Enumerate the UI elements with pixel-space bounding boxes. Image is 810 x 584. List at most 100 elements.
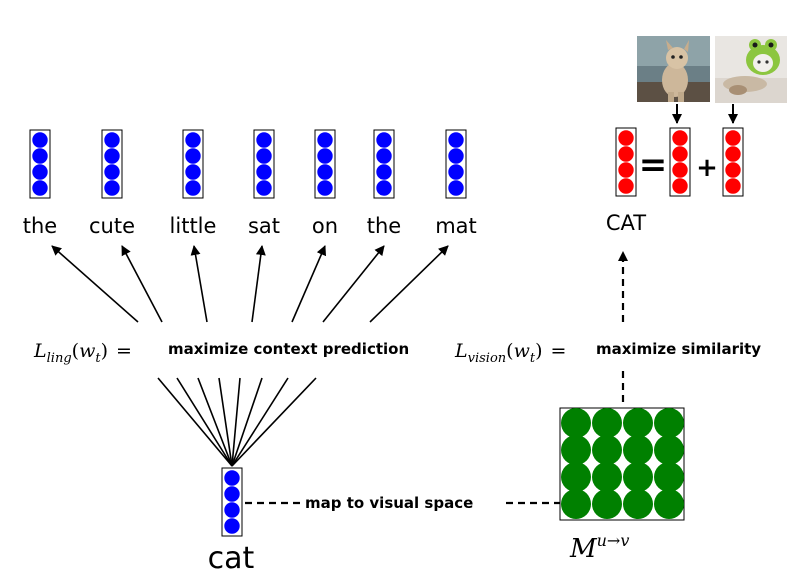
context-vector-2 <box>101 129 123 199</box>
matrix-cell <box>561 462 591 492</box>
ling-loss-description: maximize context prediction <box>168 340 409 358</box>
image1-visual-vector-unit <box>672 178 688 194</box>
image1-visual-vector-unit <box>672 146 688 162</box>
image1-visual-vector-unit <box>672 130 688 146</box>
context-vector-1-unit <box>32 132 48 148</box>
cat-vector-unit <box>224 470 240 486</box>
cat-vector-unit <box>224 518 240 534</box>
concept-visual-vector-unit <box>618 130 634 146</box>
cat-vector-unit <box>224 486 240 502</box>
image1-visual-vector <box>669 127 691 197</box>
context-vector-2-unit <box>104 148 120 164</box>
context-vector-3 <box>182 129 204 199</box>
context-word-vectors <box>29 129 467 199</box>
fan-line-8 <box>231 377 317 467</box>
matrix-cell <box>592 462 622 492</box>
context-vector-2-unit <box>104 132 120 148</box>
context-vector-6-unit <box>376 180 392 196</box>
context-word-1: the <box>23 214 57 238</box>
cat-vector <box>221 467 243 537</box>
vision-loss-argument-subscript: t <box>530 351 536 366</box>
context-vector-5 <box>314 129 336 199</box>
context-vector-6 <box>373 129 395 199</box>
context-vector-4-unit <box>256 148 272 164</box>
context-arrow-5 <box>291 245 327 323</box>
ling-loss-symbol: L <box>33 340 47 362</box>
context-vector-3-unit <box>185 164 201 180</box>
context-vector-6-unit <box>376 148 392 164</box>
context-vector-5-unit <box>317 148 333 164</box>
vision-loss-subscript: vision <box>468 351 507 366</box>
context-vector-1-unit <box>32 180 48 196</box>
context-vector-4-frame <box>253 129 275 199</box>
context-vector-3-unit <box>185 148 201 164</box>
ling-loss-argument-subscript: t <box>95 351 101 366</box>
target-word-label: cat <box>208 541 255 576</box>
matrix-cell <box>592 435 622 465</box>
context-vector-7-unit <box>448 148 464 164</box>
fan-line-2 <box>176 377 233 467</box>
target-word-vector <box>221 467 243 537</box>
context-vector-2-frame <box>101 129 123 199</box>
context-vector-2-unit <box>104 164 120 180</box>
context-vector-6-unit <box>376 164 392 180</box>
cat-vector-unit <box>224 502 240 518</box>
context-word-2: cute <box>89 214 135 238</box>
matrix-cell <box>623 408 653 438</box>
image2-visual-vector-unit <box>725 130 741 146</box>
image2-visual-vector <box>722 127 744 197</box>
context-arrow-3 <box>190 245 208 323</box>
context-word-6: the <box>367 214 401 238</box>
context-vector-2-unit <box>104 180 120 196</box>
concept-visual-vector-unit <box>618 162 634 178</box>
image2-visual-vector-unit <box>725 178 741 194</box>
visual-vectors <box>615 127 744 197</box>
context-vector-6-frame <box>373 129 395 199</box>
context-vector-4-unit <box>256 164 272 180</box>
context-vector-5-frame <box>314 129 336 199</box>
context-vector-4-unit <box>256 132 272 148</box>
ling-loss-equals: = <box>116 340 132 362</box>
image1-visual-vector-unit <box>672 162 688 178</box>
context-vector-1-unit <box>32 148 48 164</box>
concept-visual-vector-frame <box>615 127 637 197</box>
context-vector-7 <box>445 129 467 199</box>
matrix-cell <box>561 435 591 465</box>
concept-visual-vector-unit <box>618 146 634 162</box>
context-vector-1-unit <box>32 164 48 180</box>
equals-operator: = <box>639 145 668 185</box>
context-vector-1-frame <box>29 129 51 199</box>
context-vector-5-unit <box>317 180 333 196</box>
context-word-4: sat <box>248 214 280 238</box>
ling-loss-subscript: ling <box>47 351 72 366</box>
context-vector-4 <box>253 129 275 199</box>
context-arrow-4 <box>251 245 266 323</box>
context-arrow-7 <box>369 245 449 323</box>
matrix-cell <box>654 435 684 465</box>
image2-visual-vector-unit <box>725 162 741 178</box>
context-vector-1 <box>29 129 51 199</box>
context-vector-7-frame <box>445 129 467 199</box>
mapping-matrix <box>561 408 684 519</box>
fan-line-7 <box>231 377 289 467</box>
fan-line-5 <box>231 377 241 467</box>
fan-line-4 <box>218 377 233 467</box>
matrix-cell <box>592 489 622 519</box>
context-vector-6-unit <box>376 132 392 148</box>
vision-loss-equals: = <box>551 340 567 362</box>
fan-line-1 <box>157 377 233 467</box>
vision-loss-formula: Lvision(wt)= maximize similarity <box>454 340 761 366</box>
context-word-5: on <box>312 214 338 238</box>
vision-loss-description: maximize similarity <box>596 340 761 358</box>
context-vector-3-unit <box>185 180 201 196</box>
matrix-cell <box>623 462 653 492</box>
context-arrow-2 <box>121 245 163 323</box>
context-arrow-1 <box>51 245 139 323</box>
vision-loss-argument: w <box>514 340 530 362</box>
context-vector-4-unit <box>256 180 272 196</box>
mapping-label: map to visual space <box>305 494 473 512</box>
context-arrow-6 <box>322 245 385 323</box>
context-vector-5-unit <box>317 132 333 148</box>
context-vector-7-unit <box>448 180 464 196</box>
